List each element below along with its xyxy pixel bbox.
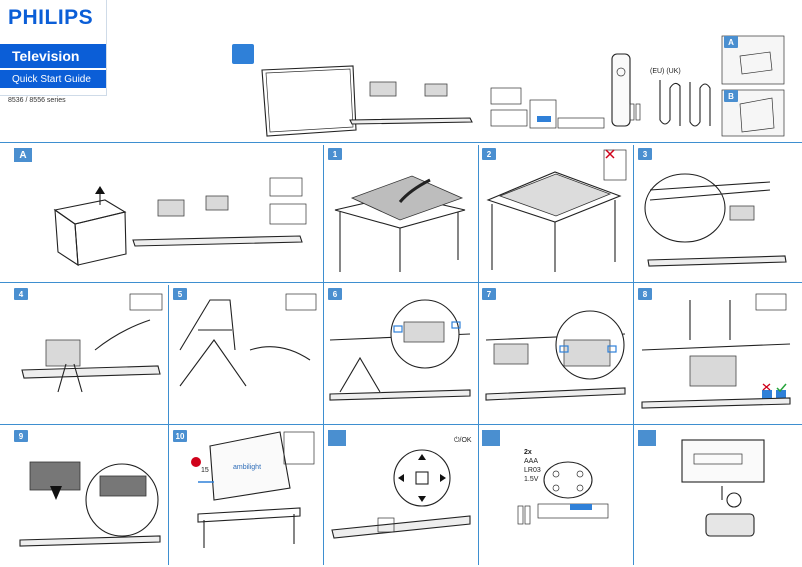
- step-4-tag: 4: [14, 288, 28, 300]
- battery-count: 2x: [524, 449, 532, 456]
- distance-value: 15: [201, 467, 209, 474]
- ok-label: ⏻/OK: [454, 437, 472, 444]
- step-8-tag: 8: [638, 288, 652, 300]
- step-9-tag: 9: [14, 430, 28, 442]
- box-tag-a: A: [724, 36, 738, 48]
- plug-regions-label: (EU) (UK): [650, 68, 681, 75]
- battery-voltage: 1.5V: [524, 476, 539, 483]
- power-key-icon: [328, 430, 346, 446]
- row-divider-2: [0, 282, 802, 283]
- product-title: Television: [0, 44, 106, 68]
- keyboard-icon: [638, 430, 656, 446]
- philips-logo: PHILIPS: [8, 6, 94, 29]
- step-6-tag: 6: [328, 288, 342, 300]
- ambilight-logo: ambilight: [233, 464, 262, 471]
- step-5-tag: 5: [173, 288, 187, 300]
- step-7-tag: 7: [482, 288, 496, 300]
- unbox-icon: [232, 44, 254, 64]
- col-divider-4: [168, 285, 169, 565]
- step-1-tag: 1: [328, 148, 342, 160]
- battery-icon: [482, 430, 500, 446]
- series-label: 8536 / 8556 series: [8, 97, 66, 104]
- col-divider-2: [478, 145, 479, 565]
- step-10-tag: 10: [173, 430, 187, 442]
- battery-spec: 2x AAA LR03 1.5V: [524, 448, 541, 484]
- step-2-tag: 2: [482, 148, 496, 160]
- brand-panel: PHILIPS Television Quick Start Guide: [0, 0, 107, 96]
- col-divider-1: [323, 145, 324, 565]
- row-divider-1: [0, 142, 802, 143]
- battery-model: LR03: [524, 467, 541, 474]
- step-3-tag: 3: [638, 148, 652, 160]
- row-divider-3: [0, 424, 802, 425]
- section-a-tag: A: [14, 148, 32, 162]
- box-tag-b: B: [724, 90, 738, 102]
- battery-type: AAA: [524, 458, 539, 465]
- guide-title: Quick Start Guide: [0, 70, 106, 88]
- col-divider-3: [633, 145, 634, 565]
